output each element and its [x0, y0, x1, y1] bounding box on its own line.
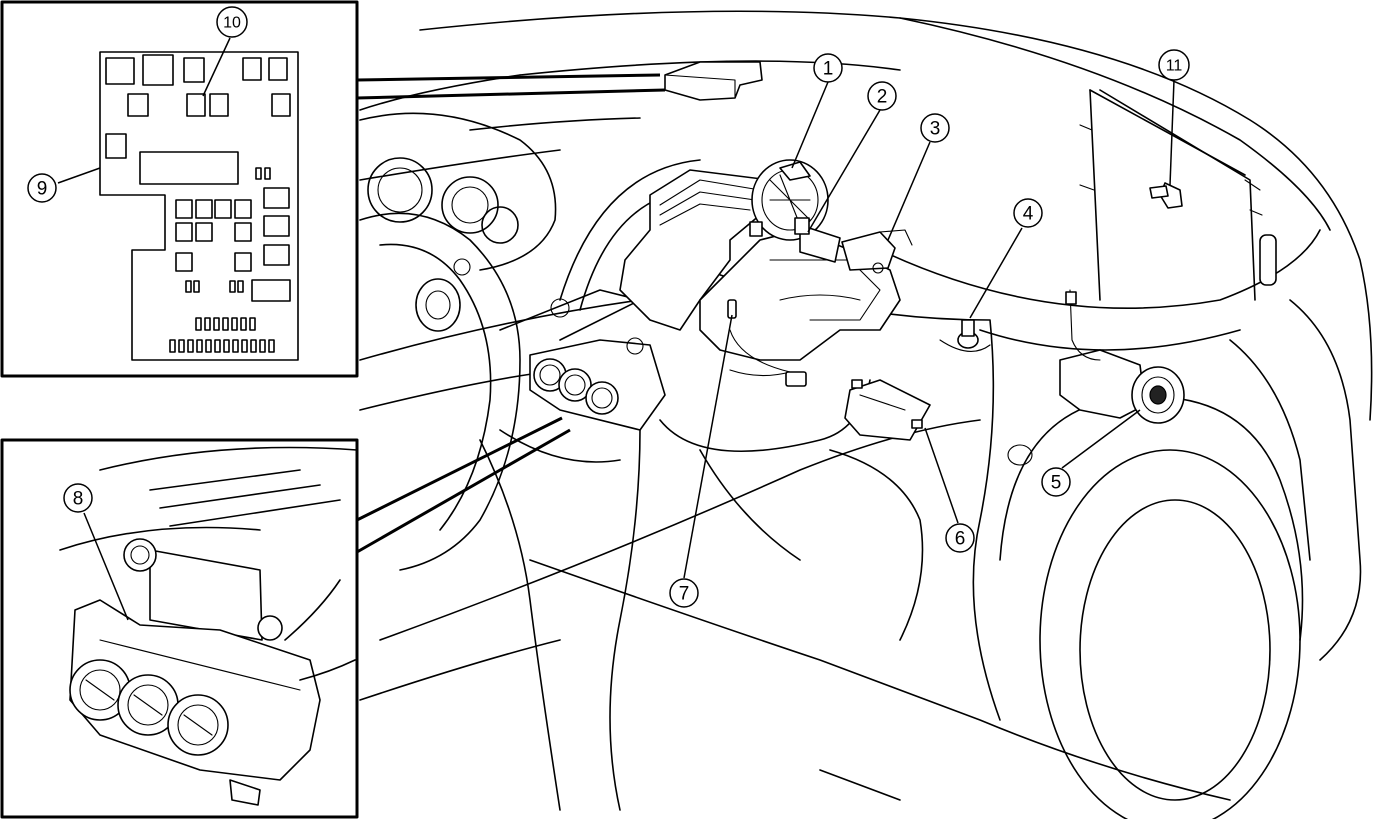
condenser	[1079, 89, 1277, 301]
callout-2: 2	[867, 81, 897, 111]
callout-7: 7	[669, 578, 699, 608]
component-2	[794, 217, 841, 263]
callout-6: 6	[945, 523, 975, 553]
callout-3-label: 3	[930, 119, 941, 140]
callout-10: 10	[216, 6, 248, 38]
callout-6-label: 6	[955, 529, 966, 550]
callout-4-label: 4	[1023, 204, 1034, 225]
callout-5: 5	[1041, 467, 1071, 497]
callout-1-label: 1	[823, 59, 834, 80]
relay-block-inset	[0, 0, 666, 378]
callout-8-label: 8	[73, 489, 84, 510]
component-5	[1059, 289, 1185, 424]
callout-2-label: 2	[877, 87, 888, 108]
fuse-box-location	[664, 61, 763, 101]
blower-motor	[749, 159, 829, 241]
callout-9: 9	[27, 173, 57, 203]
climate-control-panel	[529, 337, 666, 431]
component-6	[844, 379, 931, 441]
callout-11-label: 11	[1166, 58, 1183, 75]
dashboard-and-steering	[359, 112, 871, 811]
callout-4: 4	[1013, 198, 1043, 228]
callout-9-label: 9	[37, 179, 48, 200]
callout-11: 11	[1158, 49, 1190, 81]
callout-5-label: 5	[1051, 473, 1062, 494]
component-3	[841, 229, 913, 274]
vehicle-body-outline	[359, 10, 1373, 819]
callout-8: 8	[63, 483, 93, 513]
climate-control-inset	[0, 416, 571, 819]
leader-lines	[57, 37, 1175, 621]
component-4	[939, 319, 991, 352]
callout-1: 1	[813, 53, 843, 83]
callout-3: 3	[920, 113, 950, 143]
callout-7-label: 7	[679, 584, 690, 605]
callout-10-label: 10	[223, 15, 241, 32]
